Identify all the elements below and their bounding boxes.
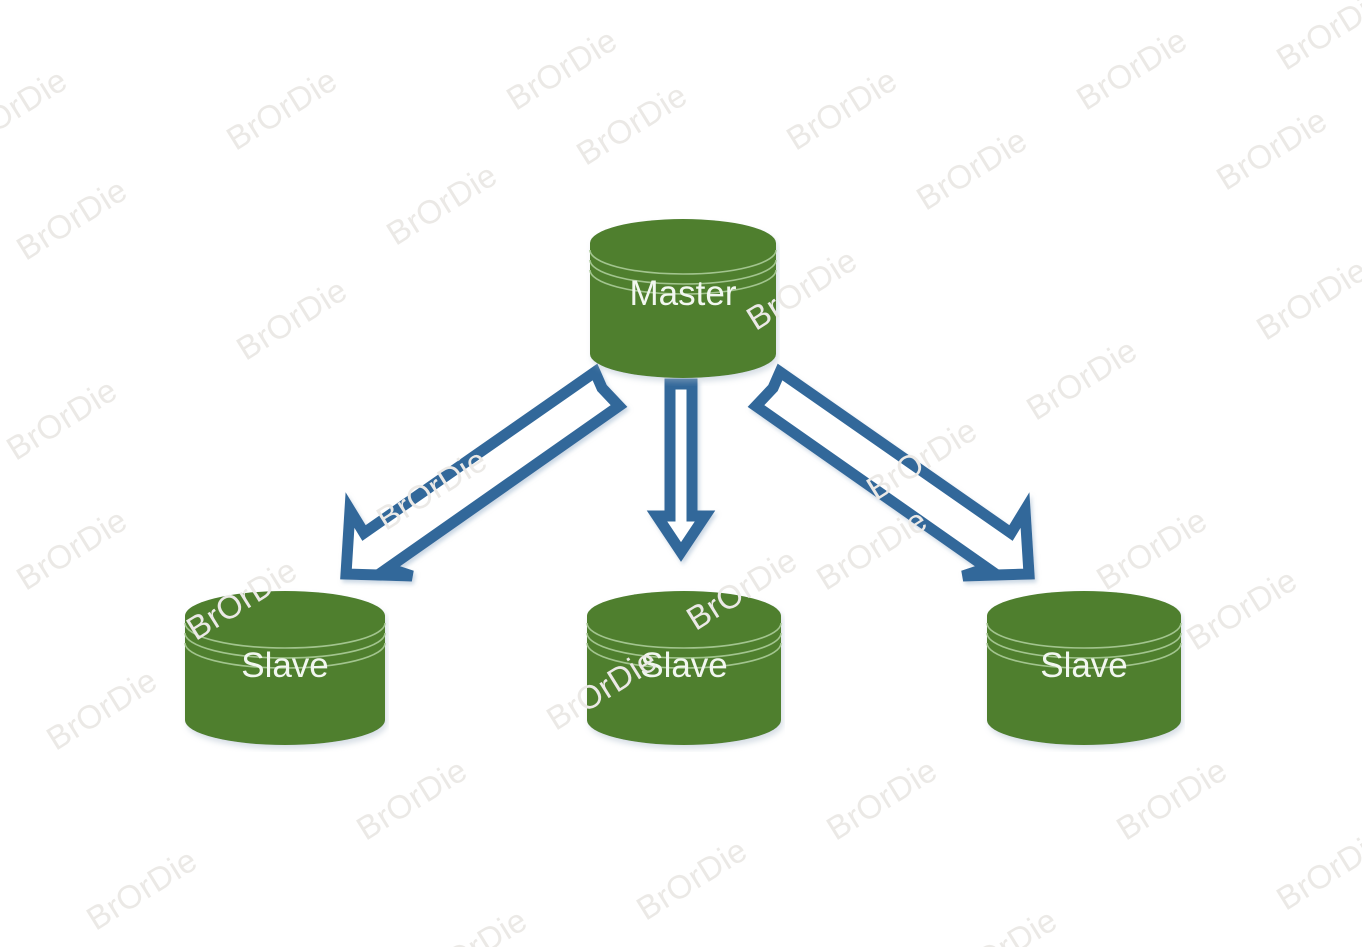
arrow-shaft-1 [340, 363, 628, 582]
arrow-master-to-slave-3[interactable] [745, 363, 1045, 583]
node-slave-2[interactable]: Slave [583, 588, 785, 752]
disc-line-1 [986, 622, 1182, 649]
cylinder-body-master [590, 219, 776, 378]
arrow-master-to-slave-1[interactable] [330, 363, 630, 583]
arrow-shaft-3 [747, 363, 1035, 582]
disc-line-2 [589, 259, 777, 285]
arrow-master-to-slave-2[interactable] [646, 378, 716, 562]
disc-line-3 [586, 642, 782, 669]
disc-line-1 [589, 249, 777, 275]
disc-line-3 [184, 642, 386, 669]
node-slave-1[interactable]: Slave [181, 588, 389, 752]
disc-line-3 [986, 642, 1182, 669]
arrow-shaft-2 [646, 378, 716, 562]
disc-line-2 [184, 632, 386, 659]
node-slave-3[interactable]: Slave [983, 588, 1185, 752]
disc-line-2 [586, 632, 782, 659]
node-master[interactable]: Master [586, 218, 780, 386]
disc-line-3 [589, 269, 777, 295]
disc-line-2 [986, 632, 1182, 659]
disc-line-1 [184, 622, 386, 649]
disc-line-1 [586, 622, 782, 649]
